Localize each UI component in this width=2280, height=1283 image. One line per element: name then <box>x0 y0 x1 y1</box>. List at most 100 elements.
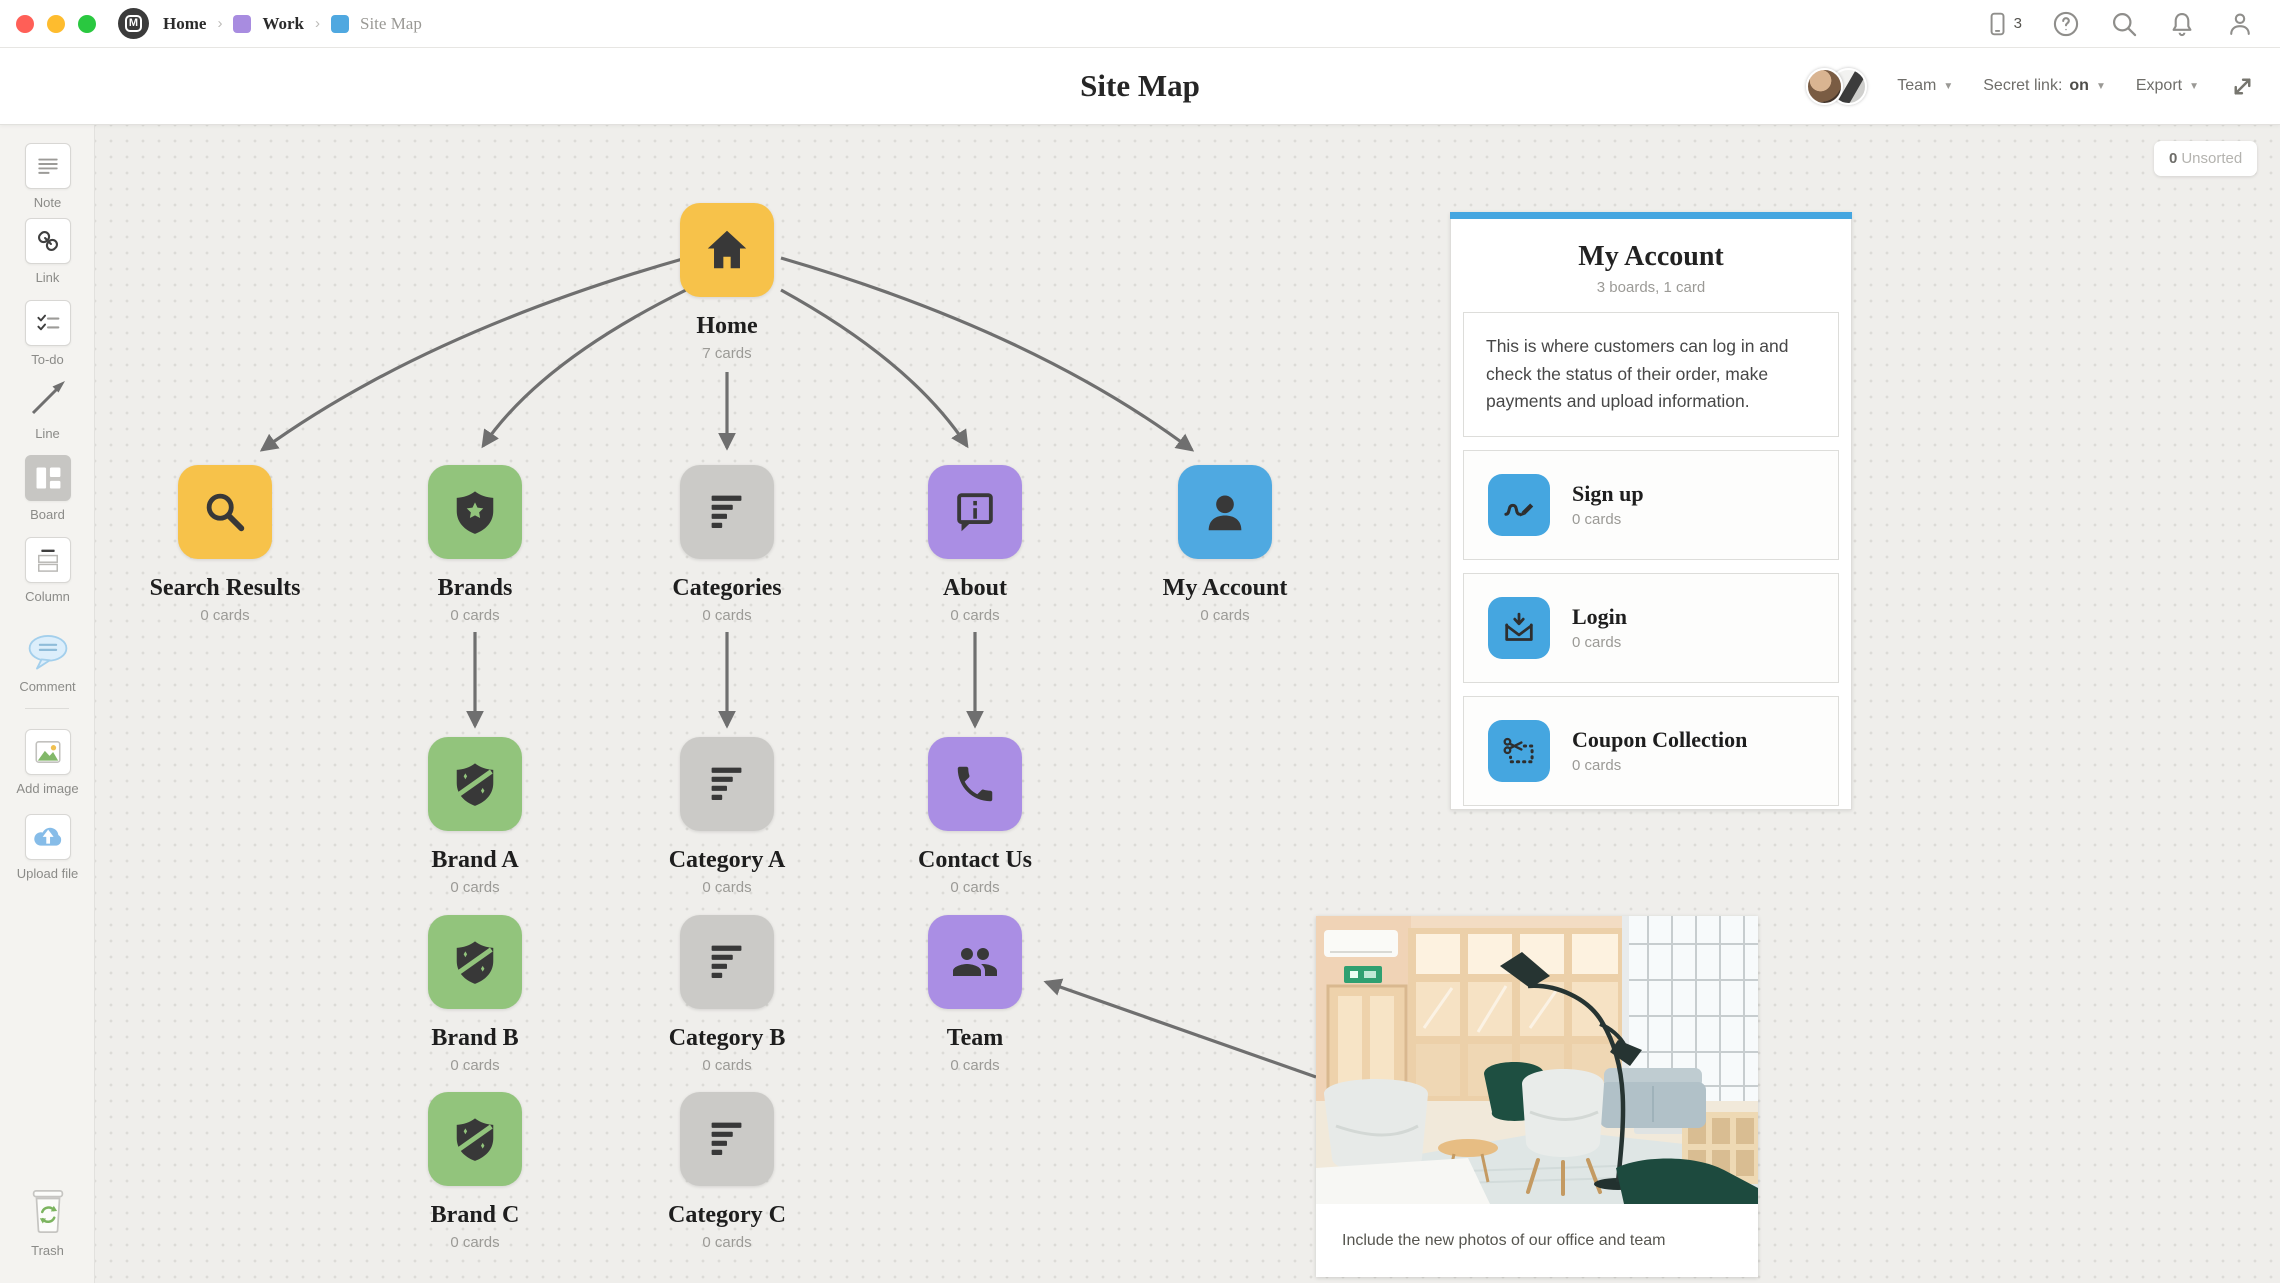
panel-note-card[interactable]: This is where customers can log in and c… <box>1463 312 1839 437</box>
node-label[interactable]: Category A <box>668 847 786 873</box>
shield-band-icon[interactable] <box>428 737 522 831</box>
tool-comment[interactable]: Comment <box>0 631 95 694</box>
node-label[interactable]: Categories <box>672 575 782 601</box>
node-label[interactable]: Home <box>696 313 758 339</box>
node-brand-c[interactable]: Brand C 0 cards <box>428 1092 522 1251</box>
search-icon[interactable] <box>2110 10 2138 38</box>
node-label[interactable]: My Account <box>1162 575 1288 601</box>
node-card-count: 0 cards <box>950 607 1000 624</box>
tool-label: Note <box>33 195 62 210</box>
tool-note[interactable]: Note <box>0 143 95 210</box>
node-label[interactable]: Brand B <box>431 1025 519 1051</box>
list-lines-icon[interactable] <box>680 1092 774 1186</box>
breadcrumb-home[interactable]: Home <box>163 13 207 33</box>
node-label[interactable]: About <box>942 575 1008 601</box>
breadcrumb-sitemap-swatch <box>331 14 349 33</box>
node-label[interactable]: Brand C <box>430 1202 520 1228</box>
shield-band-icon[interactable] <box>428 915 522 1009</box>
app-logo-letter: M <box>125 15 142 32</box>
tool-upload-file[interactable]: Upload file <box>0 814 95 881</box>
panel-item-coupon-collection[interactable]: Coupon Collection 0 cards <box>1463 695 1839 806</box>
shield-star-icon[interactable] <box>428 465 522 559</box>
fullscreen-expand-icon[interactable] <box>2229 73 2256 100</box>
help-icon[interactable] <box>2052 10 2080 38</box>
devices-button[interactable]: 3 <box>1984 11 2022 37</box>
close-window-button[interactable] <box>16 14 34 33</box>
node-label[interactable]: Category B <box>668 1025 786 1051</box>
image-card[interactable]: Include the new photos of our office and… <box>1316 916 1758 1277</box>
tool-board[interactable]: Board <box>0 455 95 522</box>
my-account-board-panel[interactable]: My Account 3 boards, 1 card This is wher… <box>1450 212 1852 810</box>
node-label[interactable]: Brand A <box>431 847 519 873</box>
node-brand-a[interactable]: Brand A 0 cards <box>428 737 522 896</box>
node-categories[interactable]: Categories 0 cards <box>672 465 782 624</box>
node-category-c[interactable]: Category C 0 cards <box>668 1092 786 1251</box>
account-person-icon[interactable] <box>2226 10 2254 38</box>
secret-link-dropdown[interactable]: Secret link: on ▼ <box>1983 77 2106 95</box>
panel-item-login[interactable]: Login 0 cards <box>1463 572 1839 683</box>
panel-item-card-count: 0 cards <box>1572 511 1622 529</box>
device-count: 3 <box>2013 15 2022 32</box>
node-contact-us[interactable]: Contact Us 0 cards <box>918 737 1032 896</box>
home-icon[interactable] <box>680 203 774 297</box>
tool-trash[interactable]: Trash <box>0 1185 95 1258</box>
tool-label: Comment <box>19 679 76 694</box>
node-card-count: 0 cards <box>1200 607 1250 624</box>
shield-band-icon[interactable] <box>428 1092 522 1186</box>
node-home[interactable]: Home 7 cards <box>680 203 774 362</box>
inbox-envelope-icon <box>1488 596 1550 659</box>
image-caption[interactable]: Include the new photos of our office and… <box>1342 1231 1666 1249</box>
people-icon[interactable] <box>928 915 1022 1009</box>
tool-label: Board <box>30 507 65 522</box>
node-label[interactable]: Search Results <box>149 575 301 601</box>
node-label[interactable]: Category C <box>668 1202 786 1228</box>
info-bubble-icon[interactable] <box>928 465 1022 559</box>
zoom-window-button[interactable] <box>78 14 96 33</box>
tool-link[interactable]: Link <box>0 218 95 285</box>
node-team[interactable]: Team 0 cards <box>928 915 1022 1074</box>
collaborator-avatars[interactable] <box>1806 67 1868 105</box>
tool-column[interactable]: Column <box>0 537 95 604</box>
phone-icon[interactable] <box>928 737 1022 831</box>
node-brands[interactable]: Brands 0 cards <box>428 465 522 624</box>
app-logo[interactable]: M <box>118 8 149 39</box>
node-about[interactable]: About 0 cards <box>928 465 1022 624</box>
export-dropdown[interactable]: Export ▼ <box>2136 77 2199 95</box>
office-photo <box>1316 916 1758 1204</box>
panel-item-sign-up[interactable]: Sign up 0 cards <box>1463 449 1839 560</box>
magnifier-icon[interactable] <box>178 465 272 559</box>
team-dropdown[interactable]: Team ▼ <box>1897 77 1953 95</box>
add-image-icon <box>24 729 71 775</box>
node-label[interactable]: Team <box>946 1025 1004 1051</box>
board-canvas[interactable] <box>95 125 2280 1283</box>
node-brand-b[interactable]: Brand B 0 cards <box>428 915 522 1074</box>
node-category-a[interactable]: Category A 0 cards <box>669 737 785 896</box>
breadcrumb-work[interactable]: Work <box>262 13 304 33</box>
node-label[interactable]: Brands <box>437 575 513 601</box>
node-card-count: 0 cards <box>702 879 752 896</box>
chevron-down-icon: ▼ <box>1943 80 1954 92</box>
link-icon <box>24 218 71 264</box>
tool-add-image[interactable]: Add image <box>0 729 95 796</box>
person-icon[interactable] <box>1178 465 1272 559</box>
node-category-b[interactable]: Category B 0 cards <box>669 915 785 1074</box>
coupon-scissors-icon <box>1488 719 1550 782</box>
list-lines-icon[interactable] <box>680 465 774 559</box>
chevron-down-icon: ▼ <box>2095 80 2106 92</box>
minimize-window-button[interactable] <box>47 14 65 33</box>
list-lines-icon[interactable] <box>680 737 774 831</box>
unsorted-label: Unsorted <box>2181 150 2243 167</box>
node-card-count: 0 cards <box>950 1057 1000 1074</box>
node-card-count: 0 cards <box>950 879 1000 896</box>
tool-label: Upload file <box>16 866 79 881</box>
tool-todo[interactable]: To-do <box>0 300 95 367</box>
notifications-bell-icon[interactable] <box>2168 10 2196 38</box>
list-lines-icon[interactable] <box>680 915 774 1009</box>
node-search-results[interactable]: Search Results 0 cards <box>150 465 300 624</box>
node-my-account[interactable]: My Account 0 cards <box>1163 465 1287 624</box>
avatar[interactable] <box>1806 67 1844 105</box>
node-label[interactable]: Contact Us <box>918 847 1032 873</box>
tool-line[interactable]: Line <box>0 374 95 441</box>
breadcrumb-sitemap[interactable]: Site Map <box>360 13 422 33</box>
